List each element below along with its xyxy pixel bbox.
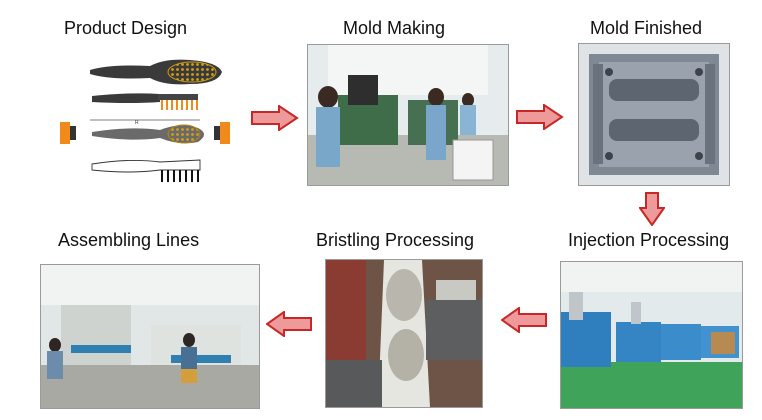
- mold-finished-photo: [578, 43, 730, 186]
- arrow-design-to-mold-making: [251, 105, 299, 131]
- step-title-mold-making: Mold Making: [343, 18, 446, 38]
- arrow-mold-making-to-finished: [516, 104, 564, 130]
- brush-technical-drawing-icon: R: [60, 119, 230, 144]
- step-title-injection-processing: Injection Processing: [568, 230, 730, 250]
- brush-outline-drawing-icon: [91, 159, 201, 182]
- bristling-processing-photo: [325, 259, 483, 408]
- assembling-lines-photo: [40, 264, 260, 409]
- step-title-product-design: Product Design: [64, 18, 188, 38]
- injection-processing-photo: [560, 261, 743, 409]
- brush-top-view-icon: [90, 59, 222, 85]
- mold-making-photo: [307, 44, 509, 186]
- step-title-bristling-processing: Bristling Processing: [316, 230, 475, 250]
- svg-text:R: R: [135, 120, 139, 126]
- arrow-finished-to-injection: [639, 192, 665, 226]
- step-title-mold-finished: Mold Finished: [590, 18, 703, 38]
- product-design-drawing: R: [50, 52, 240, 192]
- arrow-injection-to-bristling: [501, 307, 547, 333]
- step-title-assembling-lines: Assembling Lines: [58, 230, 200, 250]
- arrow-bristling-to-assembling: [266, 311, 312, 337]
- brush-side-view-icon: [92, 93, 198, 110]
